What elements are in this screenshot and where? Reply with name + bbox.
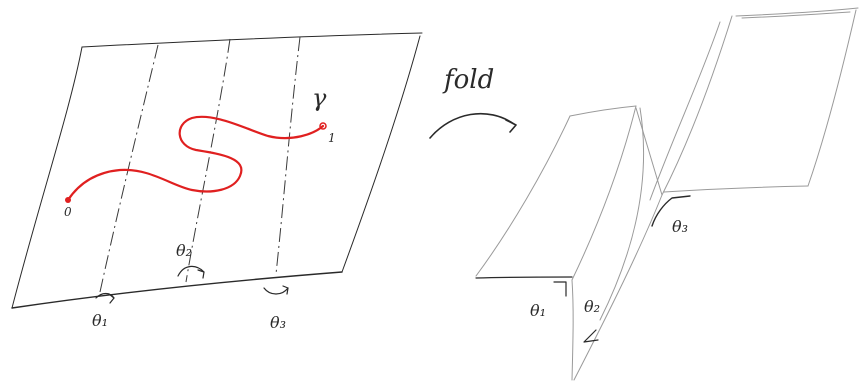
rotation-arrow-1-head [108,293,115,304]
sheet-bottom-edge [11,271,343,309]
panel-2-lower-edge [573,194,663,381]
flat-sheet: γ 0 1 θ₁ θ₂ θ₃ [11,32,423,332]
theta1-angle-mark [553,281,567,297]
theta2-label-left: θ₂ [176,241,192,260]
curve-end-point [319,122,327,130]
sheet-top-edge [81,32,423,48]
panel-2-diagonal [599,107,645,321]
panel-4-top-edge [735,7,859,17]
crease-2 [661,15,733,196]
theta3-label-right: θ₃ [672,217,688,236]
crease-2-alt [649,21,721,201]
crease-1-lower [571,279,574,381]
crease-1 [571,105,637,281]
rotation-arrow-2-head [197,269,205,279]
fold-arrow [429,112,515,139]
fold-transition: fold [429,65,517,139]
panel-4-top-edge-2 [741,11,851,19]
theta3-angle-mark [651,195,691,227]
panel-4-right-edge [807,9,857,187]
curve-end-label: 1 [328,131,336,145]
theta3-label-left: θ₃ [270,313,286,332]
curve-gamma [66,115,325,202]
rotation-arrow-3 [263,287,289,295]
fold-line-3 [275,36,301,275]
fold-arrow-head [505,119,517,133]
fold-line-1 [99,44,159,293]
theta1-label-left: θ₁ [92,311,108,330]
rotation-arrow-2 [177,265,205,277]
curve-start-label: 0 [64,205,72,219]
curve-gamma-label: γ [312,84,327,112]
panel-1-bottom-edge [475,276,573,279]
curve-start-point [65,197,71,203]
theta2-label-right: θ₂ [584,297,600,316]
fold-line-2 [185,38,231,283]
sheet-right-edge [341,35,421,273]
folded-sheet: θ₁ θ₂ θ₃ [475,7,859,381]
panel-2-front-edge [635,107,663,196]
panel-1-left-edge [475,115,571,277]
sheet-left-edge [11,46,83,309]
panel-4-bottom-edge [663,185,809,193]
panel-1-top-edge [569,105,637,117]
fold-label: fold [442,65,494,95]
theta2-angle-mark [583,329,599,343]
theta1-label-right: θ₁ [530,301,546,320]
rotation-arrow-3-head [282,285,289,295]
